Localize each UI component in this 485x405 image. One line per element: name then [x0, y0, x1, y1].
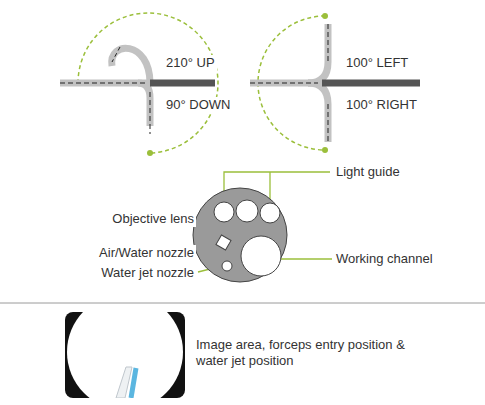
bending-section-left — [308, 24, 328, 83]
angle-label: 100° LEFT — [344, 55, 410, 71]
objective-lens — [236, 200, 258, 222]
left-right-bending — [250, 13, 420, 153]
water-jet — [131, 368, 136, 398]
distal-tip — [193, 172, 332, 282]
image-circle — [67, 312, 183, 398]
part-label: Working channel — [334, 251, 435, 267]
caption-text: Image area, forceps entry position & wat… — [194, 337, 438, 369]
part-label: Light guide — [334, 164, 402, 180]
axis-line — [112, 47, 120, 62]
bending-section-right — [308, 83, 328, 142]
axis-line — [150, 92, 151, 134]
axis-line — [60, 83, 146, 84]
arc-end-dot — [322, 13, 328, 19]
light-guide — [260, 203, 280, 223]
axis-line — [328, 104, 329, 142]
tip-face — [193, 188, 287, 282]
angle-label: 90° DOWN — [164, 97, 232, 113]
part-label: Air/Water nozzle — [97, 245, 196, 261]
axis-line — [328, 24, 329, 62]
image-area — [65, 294, 185, 405]
water-jet-nozzle — [222, 261, 232, 271]
up-down-bending — [60, 13, 218, 156]
bending-section-down — [138, 83, 150, 126]
arc-end-dot — [147, 150, 153, 156]
arc-end-dot — [322, 147, 328, 153]
separator — [0, 303, 485, 304]
part-label: Objective lens — [110, 211, 196, 227]
angle-label: 100° RIGHT — [344, 97, 419, 113]
working-channel — [241, 236, 281, 276]
air-water-nozzle — [216, 235, 231, 250]
part-label: Water jet nozzle — [99, 265, 196, 281]
axis-line — [250, 83, 318, 84]
insertion-tube — [150, 80, 215, 87]
light-guide — [214, 202, 234, 222]
bending-section — [60, 80, 150, 87]
insertion-tube — [322, 80, 420, 87]
leader-line — [281, 258, 332, 259]
bending-section-up — [112, 48, 150, 83]
angle-label: 210° UP — [164, 55, 217, 71]
